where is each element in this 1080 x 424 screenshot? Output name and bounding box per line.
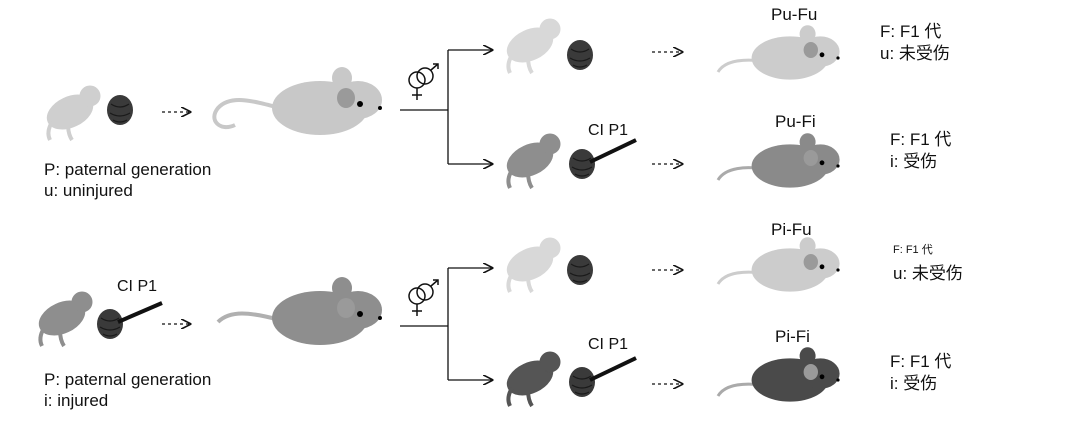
group-title-pi-fi: Pi-Fi — [775, 327, 810, 346]
parent-uninjured-heart — [106, 94, 134, 126]
parent-uninjured-pup — [39, 84, 102, 142]
pu-fi-label-1: F: F1 代 — [890, 130, 952, 149]
pu-fi-label-2: i: 受伤 — [890, 152, 938, 171]
pu-fi-ci-label: CI P1 — [588, 122, 629, 139]
pi-fi-label-1: F: F1 代 — [890, 352, 952, 371]
pu-fu-pup — [499, 17, 562, 75]
pu-fu-label-1: F: F1 代 — [880, 22, 942, 41]
parent-uninjured-label-1: P: paternal generation — [44, 160, 212, 179]
parent-injured-heart — [96, 308, 124, 340]
parent-injured-pup — [31, 290, 94, 348]
cross-symbol-2 — [408, 279, 439, 316]
branch-connector-1 — [400, 50, 492, 164]
parent-uninjured-mouse — [212, 67, 382, 135]
pi-fi-pup — [499, 350, 562, 408]
parent-injured-tool — [117, 301, 163, 324]
parent-injured-ci-label: CI P1 — [117, 278, 158, 295]
pi-fi-heart — [568, 366, 596, 398]
cross-symbol-1 — [408, 63, 439, 100]
pu-fu-mouse — [716, 25, 840, 80]
pi-fi-label-2: i: 受伤 — [890, 374, 938, 393]
pi-fu-label-1: F: F1 代 — [893, 244, 933, 256]
pi-fu-heart — [566, 254, 594, 286]
parent-injured-label-2: i: injured — [44, 391, 109, 410]
parent-injured-label-1: P: paternal generation — [44, 370, 212, 389]
pi-fi-injury-tool — [589, 356, 637, 382]
pu-fi-mouse — [716, 133, 840, 188]
pu-fi-heart — [568, 148, 596, 180]
pi-fu-mouse — [716, 237, 840, 292]
pu-fi-pup — [499, 132, 562, 190]
pi-fu-label-2: u: 未受伤 — [893, 264, 963, 283]
parent-injured-mouse — [216, 277, 382, 345]
pu-fu-label-2: u: 未受伤 — [880, 44, 950, 63]
pi-fu-pup — [499, 236, 562, 294]
branch-connector-2 — [400, 268, 492, 380]
pi-fi-mouse — [716, 347, 840, 402]
pu-fu-heart — [566, 39, 594, 71]
pi-fi-ci-label: CI P1 — [588, 336, 629, 353]
group-title-pu-fi: Pu-Fi — [775, 112, 816, 131]
parent-uninjured-label-2: u: uninjured — [44, 181, 133, 200]
group-title-pu-fu: Pu-Fu — [771, 5, 818, 24]
pu-fi-injury-tool — [589, 138, 637, 164]
group-title-pi-fu: Pi-Fu — [771, 220, 812, 239]
